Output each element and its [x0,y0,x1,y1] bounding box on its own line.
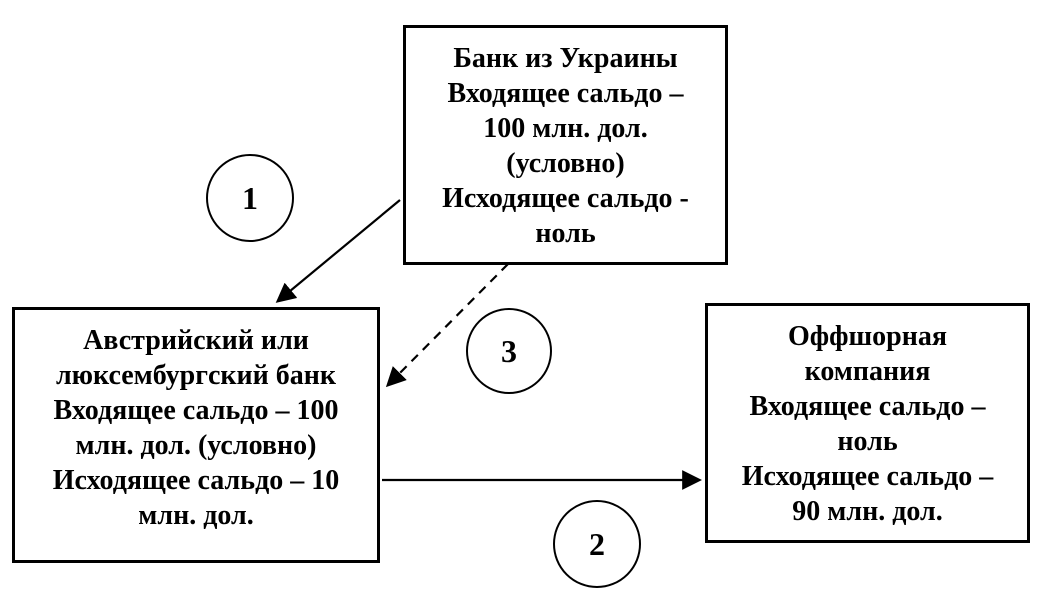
node-offshore-company: Оффшорная компания Входящее сальдо – нол… [705,303,1030,543]
node-bank-ukraine-line: ноль [535,218,596,249]
step-circle-1-label: 1 [242,179,258,216]
node-bank-ukraine-line: Банк из Украины [453,43,678,74]
node-offshore-line: компания [804,356,931,387]
node-bank-ukraine-line: 100 млн. дол. [483,113,648,144]
node-austrian-bank-line: люксембургский банк [55,360,337,391]
node-austrian-bank-line: Исходящее сальдо – 10 [52,465,340,496]
step-circle-3-label: 3 [501,332,517,369]
node-offshore-line: 90 млн. дол. [792,496,943,527]
node-bank-ukraine-line: Входящее сальдо – [447,78,684,109]
node-austrian-bank-line: млн. дол. [138,500,254,531]
node-offshore-line: ноль [837,426,898,457]
node-offshore-line: Исходящее сальдо – [741,461,994,492]
node-bank-ukraine-line: Исходящее сальдо - [442,183,689,214]
node-austrian-bank-line: Австрийский или [83,325,309,356]
arrow-step1-bank-to-austrian [275,199,401,303]
node-offshore-line: Входящее сальдо – [749,391,986,422]
step-circle-1: 1 [206,154,294,242]
node-austrian-bank-line: млн. дол. (условно) [75,430,317,461]
step-circle-2-label: 2 [589,525,605,562]
node-austrian-luxembourg-bank: Австрийский или люксембургский банк Вход… [12,307,380,563]
node-offshore-line: Оффшорная [787,321,948,352]
node-austrian-bank-line: Входящее сальдо – 100 [53,395,339,426]
step-circle-3: 3 [466,308,552,394]
step-circle-2: 2 [553,500,641,588]
node-bank-ukraine-line: (условно) [506,148,625,179]
arrow-step3-dashed-bank-to-austrian [385,263,509,388]
node-bank-ukraine: Банк из Украины Входящее сальдо – 100 мл… [403,25,728,265]
